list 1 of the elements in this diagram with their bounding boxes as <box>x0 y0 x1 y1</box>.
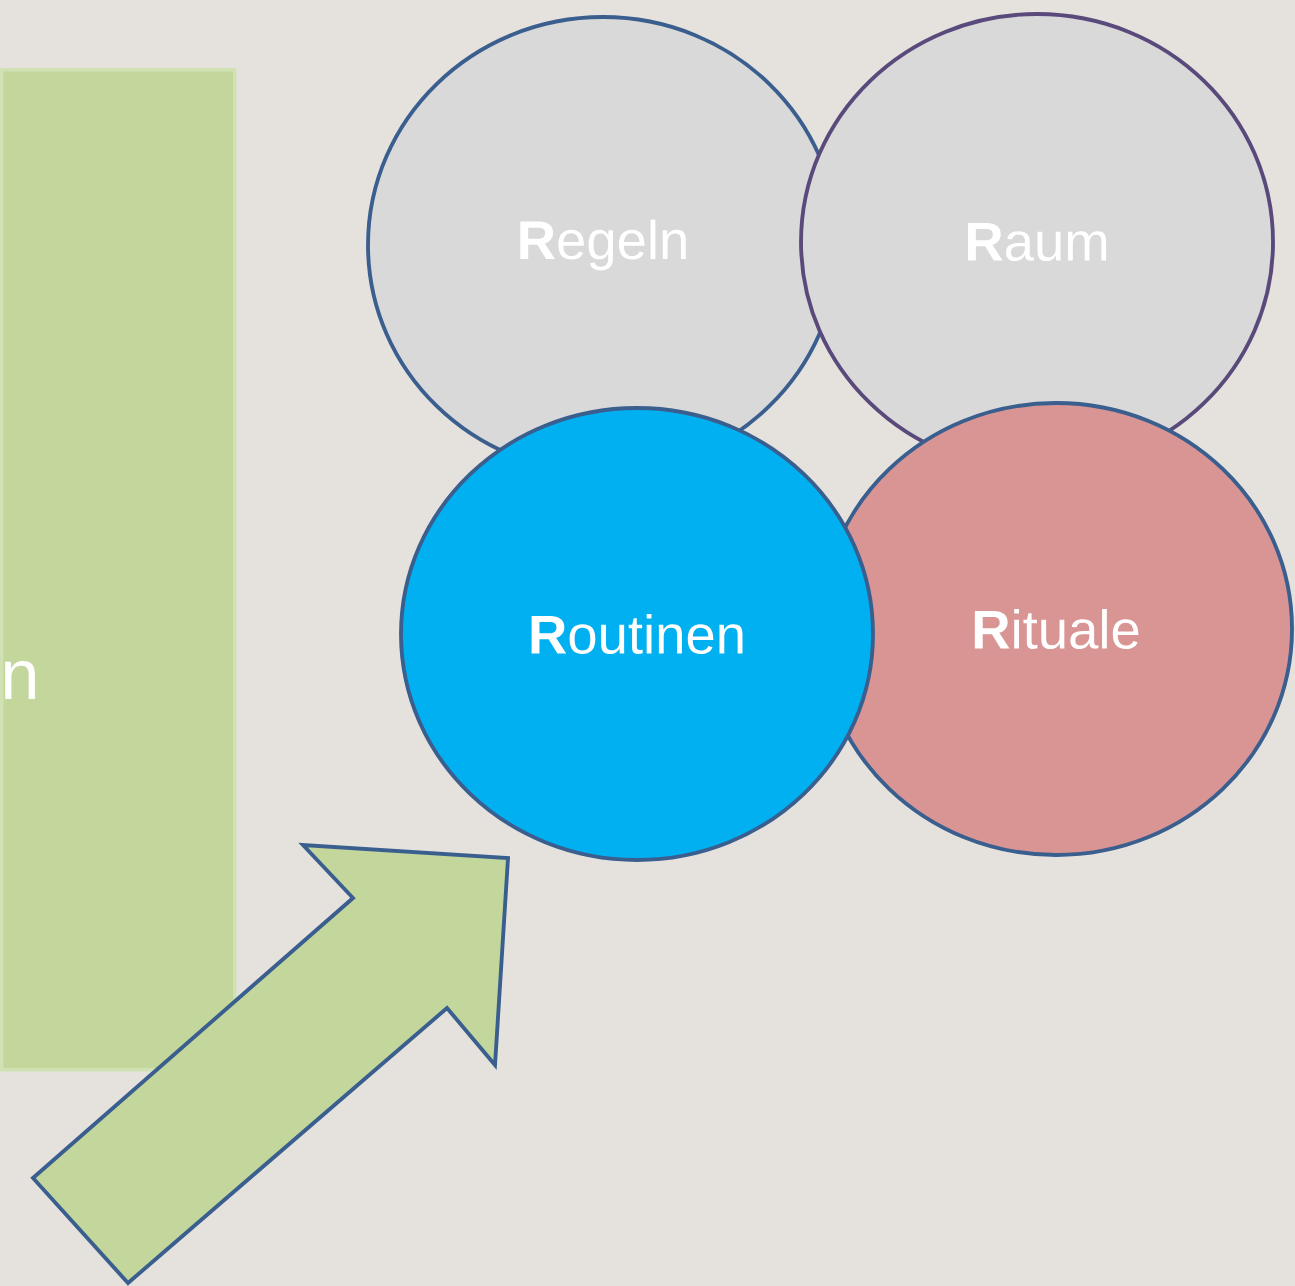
text-panel: n <box>0 68 237 1072</box>
